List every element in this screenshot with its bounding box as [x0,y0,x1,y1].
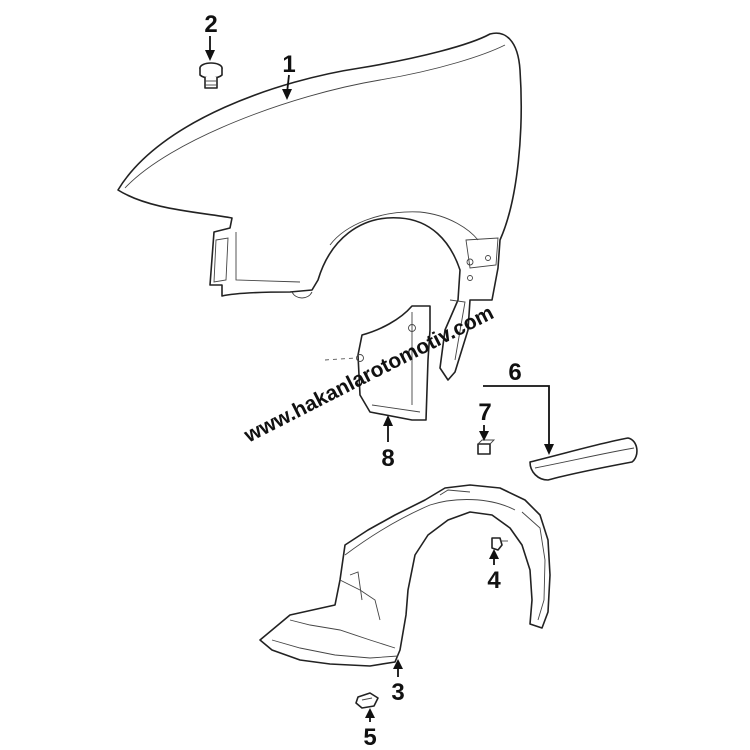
callout-4: 4 [487,567,501,594]
nut-part [355,692,379,709]
clip-part [477,439,496,455]
callout-1: 1 [282,51,295,78]
fender-liner-part [259,484,551,667]
callout-5: 5 [363,724,376,750]
screw-part [491,537,508,551]
callout-3: 3 [391,679,404,706]
leader-lines [205,36,554,722]
callout-2: 2 [204,11,217,38]
mud-flap-part [324,305,431,421]
callout-6: 6 [508,359,521,386]
bolt-part [199,62,223,89]
watermark-text: www.hakanlarotomotiv.com [240,301,498,448]
callout-7: 7 [478,399,491,426]
moulding-part [529,437,638,481]
callout-8: 8 [381,445,394,472]
fender-part [117,32,522,381]
